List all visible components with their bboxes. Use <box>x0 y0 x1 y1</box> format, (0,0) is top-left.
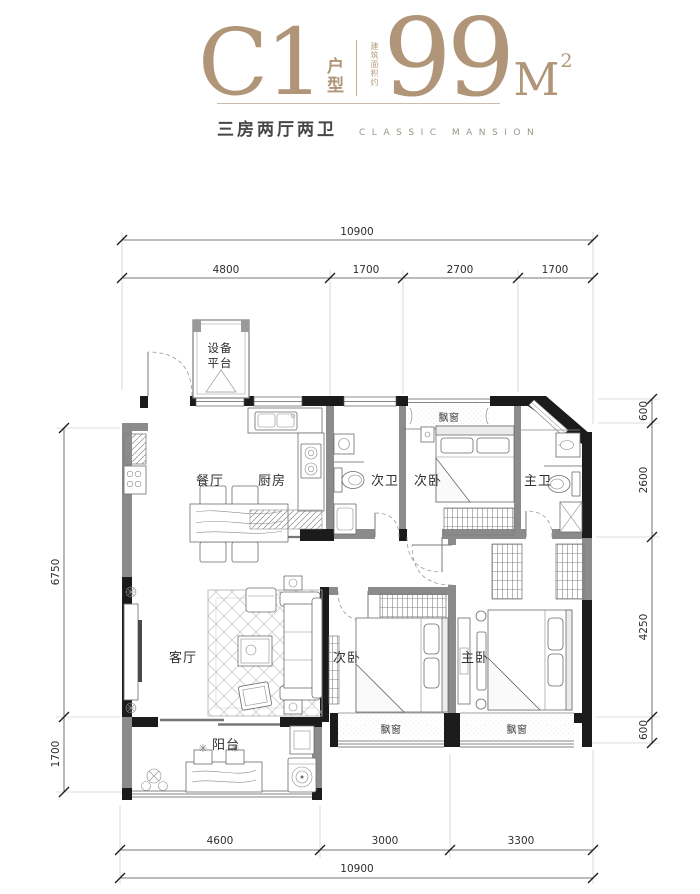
dim-bottom-total: 10900 <box>340 863 373 875</box>
secondary-bath-fixtures <box>333 433 365 535</box>
subtitle-row: 三房两厅两卫 CLASSIC MANSION <box>217 115 540 140</box>
subtitle-en: CLASSIC MANSION <box>359 128 541 138</box>
unit-code: C1 <box>198 9 324 117</box>
equipment-platform: 设备 平台 <box>192 319 250 399</box>
dim-right-seg1: 600 <box>638 401 650 421</box>
dim-left-seg2: 1700 <box>50 741 62 768</box>
dim-top-total: 10900 <box>340 226 373 238</box>
secondary-bedroom-bottom <box>328 593 449 713</box>
dim-right-seg4: 600 <box>638 720 650 740</box>
title-row: C1 户 型 建筑面积约 99 M2 <box>198 0 573 122</box>
bay-window-label-bottom-right: 飘窗 <box>507 723 528 736</box>
master-bedroom-furniture <box>457 543 585 711</box>
windows <box>132 396 574 798</box>
dim-right-seg3: 4250 <box>638 614 650 641</box>
dimension-left: 6750 1700 <box>50 422 130 798</box>
dim-bottom-seg1: 4600 <box>207 835 234 847</box>
room-labels: 餐厅 厨房 次卫 次卧 主卫 客厅 次卧 主卧 阳台 飘窗 飘窗 飘窗 <box>169 411 552 753</box>
room-label-living: 客厅 <box>169 650 197 666</box>
dimension-right: 600 2600 4250 600 <box>584 393 660 749</box>
dim-bottom-seg2: 3000 <box>372 835 399 847</box>
room-label-bath-master: 主卫 <box>524 474 552 489</box>
dimension-top: 10900 4800 1700 2700 1700 <box>116 226 599 424</box>
entry-cabinet <box>123 433 147 495</box>
room-label-bath-secondary: 次卫 <box>371 473 399 489</box>
room-label-bedroom-secondary-top: 次卧 <box>414 473 442 489</box>
master-bath-fixtures <box>544 432 583 533</box>
area-value: 99 <box>382 0 515 122</box>
dimension-bottom: 4600 3000 3300 10900 <box>114 750 599 884</box>
area-prefix: 建筑面积约 <box>369 42 379 87</box>
dim-bottom-seg3: 3300 <box>508 835 535 847</box>
title-divider <box>355 40 357 96</box>
dim-top-seg2: 1700 <box>353 264 380 276</box>
balcony-furniture <box>141 725 317 793</box>
unit-type-char-bottom: 型 <box>326 76 344 97</box>
dim-top-seg1: 4800 <box>213 264 240 276</box>
dim-top-seg3: 2700 <box>447 264 474 276</box>
room-label-balcony: 阳台 <box>212 738 240 753</box>
unit-type-label: 户 型 <box>326 56 344 97</box>
dim-right-seg2: 2600 <box>638 467 650 494</box>
bay-window-label-bottom-left: 飘窗 <box>381 723 402 736</box>
unit-type-char-top: 户 <box>326 56 344 77</box>
room-label-kitchen: 厨房 <box>258 473 286 489</box>
dim-top-seg4: 1700 <box>542 264 569 276</box>
room-label-bedroom-master: 主卧 <box>461 651 489 666</box>
secondary-bedroom-top <box>420 425 515 536</box>
room-label-equipment-1: 设备 <box>208 341 233 355</box>
dim-left-seg1: 6750 <box>50 559 62 586</box>
room-label-bedroom-secondary-bottom: 次卧 <box>333 650 361 666</box>
subtitle-cn: 三房两厅两卫 <box>217 120 337 140</box>
area-unit: M2 <box>513 50 573 106</box>
room-label-dining: 餐厅 <box>196 473 224 489</box>
living-room-furniture <box>123 575 323 717</box>
header-rule <box>217 103 500 104</box>
room-label-equipment-2: 平台 <box>208 356 233 370</box>
kitchen-fixtures <box>247 407 325 530</box>
bay-window-label-top: 飘窗 <box>439 411 460 424</box>
